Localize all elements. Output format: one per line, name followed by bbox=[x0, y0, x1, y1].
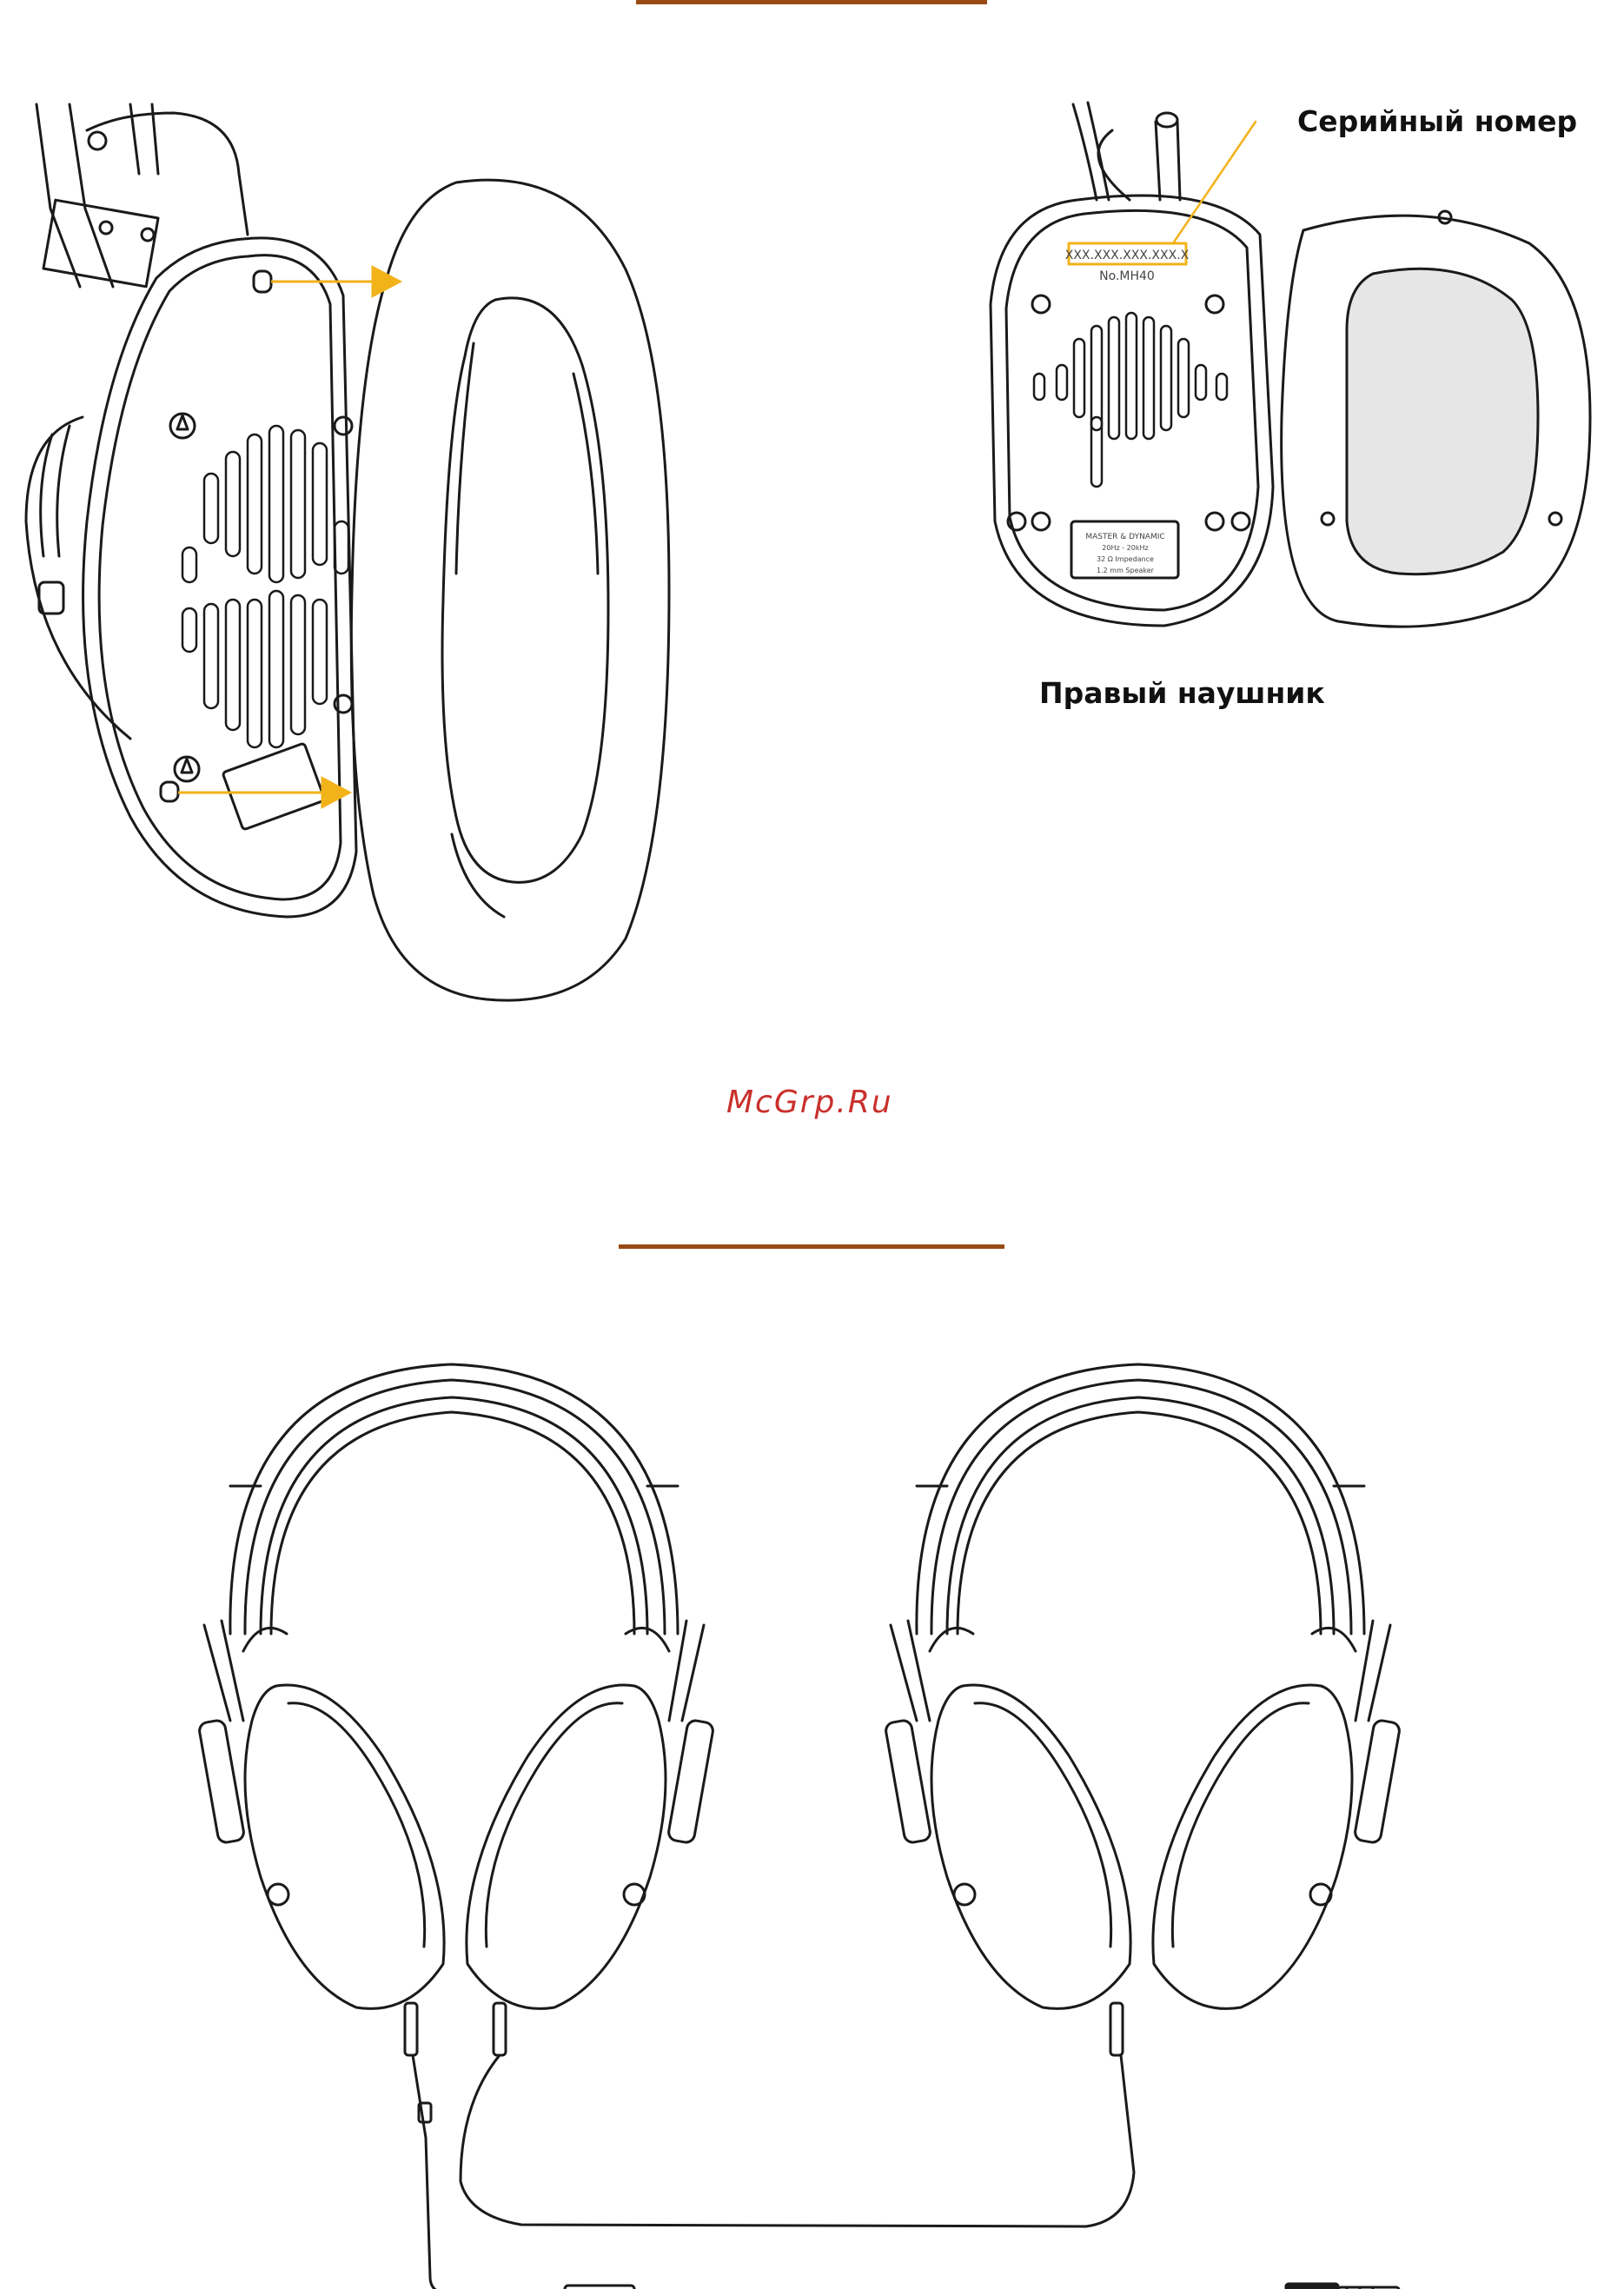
watermark: McGrp.Ru bbox=[726, 1085, 893, 1120]
plate-line-1: MASTER & DYNAMIC bbox=[1085, 533, 1164, 541]
model-number-text: No.MH40 bbox=[1099, 269, 1155, 283]
serial-placeholder-text: XXX.XXX.XXX.XXX.X bbox=[1065, 249, 1190, 262]
section-divider-middle bbox=[619, 1244, 1004, 1249]
right-earphone-label: Правый наушник bbox=[1039, 676, 1325, 710]
plate-line-4: 1.2 mm Speaker bbox=[1097, 567, 1155, 574]
serial-number-label: Серийный номер bbox=[1297, 104, 1577, 138]
headphones-right bbox=[885, 1364, 1401, 2055]
earpad-ring bbox=[351, 180, 669, 1000]
right-earpad-flat bbox=[1282, 211, 1590, 627]
arrow-icon bbox=[178, 266, 401, 808]
earpad-replacement-illustration: XXX.XXX.XXX.XXX.X No.MH40 MASTER & DYNAM… bbox=[0, 0, 1624, 1130]
headband-arm bbox=[36, 104, 248, 287]
plate-line-3: 32 Ω Impedance bbox=[1097, 555, 1154, 563]
headphone-sharing-illustration bbox=[0, 1269, 1624, 2289]
headphones-left bbox=[198, 1364, 714, 2055]
ear-cup-left bbox=[83, 238, 356, 917]
plate-line-2: 20Hz - 20kHz bbox=[1102, 544, 1148, 552]
audio-cables bbox=[413, 2055, 1399, 2289]
